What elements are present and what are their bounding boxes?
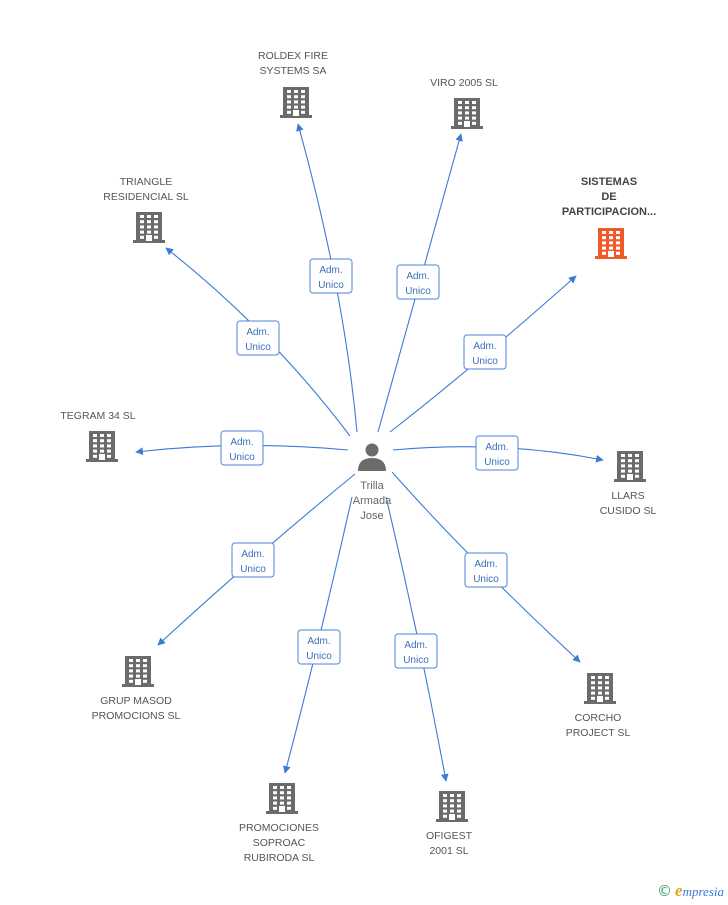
company-node-triangle[interactable]: TRIANGLE RESIDENCIAL SL — [103, 176, 189, 243]
person-label-1: Armada — [353, 495, 392, 507]
building-icon — [266, 783, 298, 814]
relation-line-roldex-1: Unico — [318, 280, 344, 291]
company-label-promociones-2: RUBIRODA SL — [244, 852, 315, 864]
company-node-corcho[interactable]: CORCHO PROJECT SL — [566, 673, 631, 739]
relation-line-llars-0: Adm. — [485, 442, 508, 453]
company-node-tegram[interactable]: TEGRAM 34 SL — [60, 410, 136, 462]
relation-line-corcho-0: Adm. — [474, 559, 497, 570]
company-label-roldex-1: SYSTEMS SA — [259, 65, 326, 77]
brand-logo-e: e — [675, 881, 683, 900]
relation-badge-corcho[interactable]: Adm. Unico — [464, 552, 508, 588]
relation-line-viro-0: Adm. — [406, 271, 429, 282]
building-icon — [614, 451, 646, 482]
building-icon — [584, 673, 616, 704]
company-label-corcho-1: PROJECT SL — [566, 727, 631, 739]
brand-logo-text: mpresia — [682, 884, 724, 899]
company-label-roldex-0: ROLDEX FIRE — [258, 50, 328, 62]
relation-badge-triangle[interactable]: Adm. Unico — [236, 320, 280, 356]
company-node-llars[interactable]: LLARS CUSIDO SL — [600, 451, 657, 517]
relation-line-sistemas-0: Adm. — [473, 341, 496, 352]
company-label-triangle-0: TRIANGLE — [120, 176, 173, 188]
relation-badge-viro[interactable]: Adm. Unico — [396, 264, 440, 300]
company-label-llars-0: LLARS — [611, 490, 644, 502]
company-label-llars-1: CUSIDO SL — [600, 505, 657, 517]
company-label-sistemas-0: SISTEMAS — [581, 176, 637, 188]
company-label-promociones-0: PROMOCIONES — [239, 822, 319, 834]
building-icon — [436, 791, 468, 822]
building-icon — [595, 228, 627, 259]
company-node-roldex[interactable]: ROLDEX FIRE SYSTEMS SA — [258, 50, 328, 118]
company-label-viro-0: VIRO 2005 SL — [430, 77, 498, 89]
person-icon — [358, 443, 386, 471]
copyright-icon: © — [657, 882, 673, 900]
company-label-sistemas-2: PARTICIPACION... — [562, 206, 656, 218]
company-label-promociones-1: SOPROAC — [253, 837, 306, 849]
building-icon — [451, 98, 483, 129]
company-label-ofigest-0: OFIGEST — [426, 830, 473, 842]
company-node-viro[interactable]: VIRO 2005 SL — [430, 77, 498, 129]
relation-badge-roldex[interactable]: Adm. Unico — [309, 258, 353, 294]
relation-line-grup-0: Adm. — [241, 549, 264, 560]
relation-badge-grup[interactable]: Adm. Unico — [231, 542, 275, 578]
relation-line-corcho-1: Unico — [473, 574, 499, 585]
relation-line-grup-1: Unico — [240, 564, 266, 575]
relation-badge-promociones[interactable]: Adm. Unico — [297, 629, 341, 665]
relation-line-promociones-0: Adm. — [307, 636, 330, 647]
relation-line-triangle-1: Unico — [245, 342, 271, 353]
company-node-sistemas[interactable]: SISTEMAS DE PARTICIPACION... — [562, 176, 656, 259]
company-node-promociones[interactable]: PROMOCIONES SOPROAC RUBIRODA SL — [239, 783, 319, 864]
relation-line-tegram-1: Unico — [229, 452, 255, 463]
company-label-triangle-1: RESIDENCIAL SL — [103, 191, 189, 203]
brand-footer[interactable]: © empresia — [657, 881, 724, 901]
relation-line-ofigest-0: Adm. — [404, 640, 427, 651]
person-label-2: Jose — [360, 510, 383, 522]
company-label-corcho-0: CORCHO — [575, 712, 622, 724]
building-icon — [122, 656, 154, 687]
relation-line-triangle-0: Adm. — [246, 327, 269, 338]
relation-badge-llars[interactable]: Adm. Unico — [475, 435, 519, 471]
relation-line-ofigest-1: Unico — [403, 655, 429, 666]
company-label-grup-0: GRUP MASOD — [100, 695, 172, 707]
building-icon — [133, 212, 165, 243]
relation-line-promociones-1: Unico — [306, 651, 332, 662]
relation-line-viro-1: Unico — [405, 286, 431, 297]
building-icon — [86, 431, 118, 462]
person-label-0: Trilla — [360, 480, 384, 492]
company-node-ofigest[interactable]: OFIGEST 2001 SL — [426, 791, 473, 857]
brand-logo: empresia — [675, 881, 724, 901]
company-label-tegram-0: TEGRAM 34 SL — [60, 410, 135, 422]
relation-line-sistemas-1: Unico — [472, 356, 498, 367]
building-icon — [280, 87, 312, 118]
relation-line-tegram-0: Adm. — [230, 437, 253, 448]
company-label-ofigest-1: 2001 SL — [429, 845, 468, 857]
relation-line-roldex-0: Adm. — [319, 265, 342, 276]
relation-badge-sistemas[interactable]: Adm. Unico — [463, 334, 507, 370]
company-node-grup[interactable]: GRUP MASOD PROMOCIONS SL — [92, 656, 181, 722]
relation-line-llars-1: Unico — [484, 457, 510, 468]
relation-badge-ofigest[interactable]: Adm. Unico — [394, 633, 438, 669]
company-label-grup-1: PROMOCIONS SL — [92, 710, 181, 722]
company-label-sistemas-1: DE — [601, 191, 616, 203]
relation-badge-tegram[interactable]: Adm. Unico — [220, 430, 264, 466]
